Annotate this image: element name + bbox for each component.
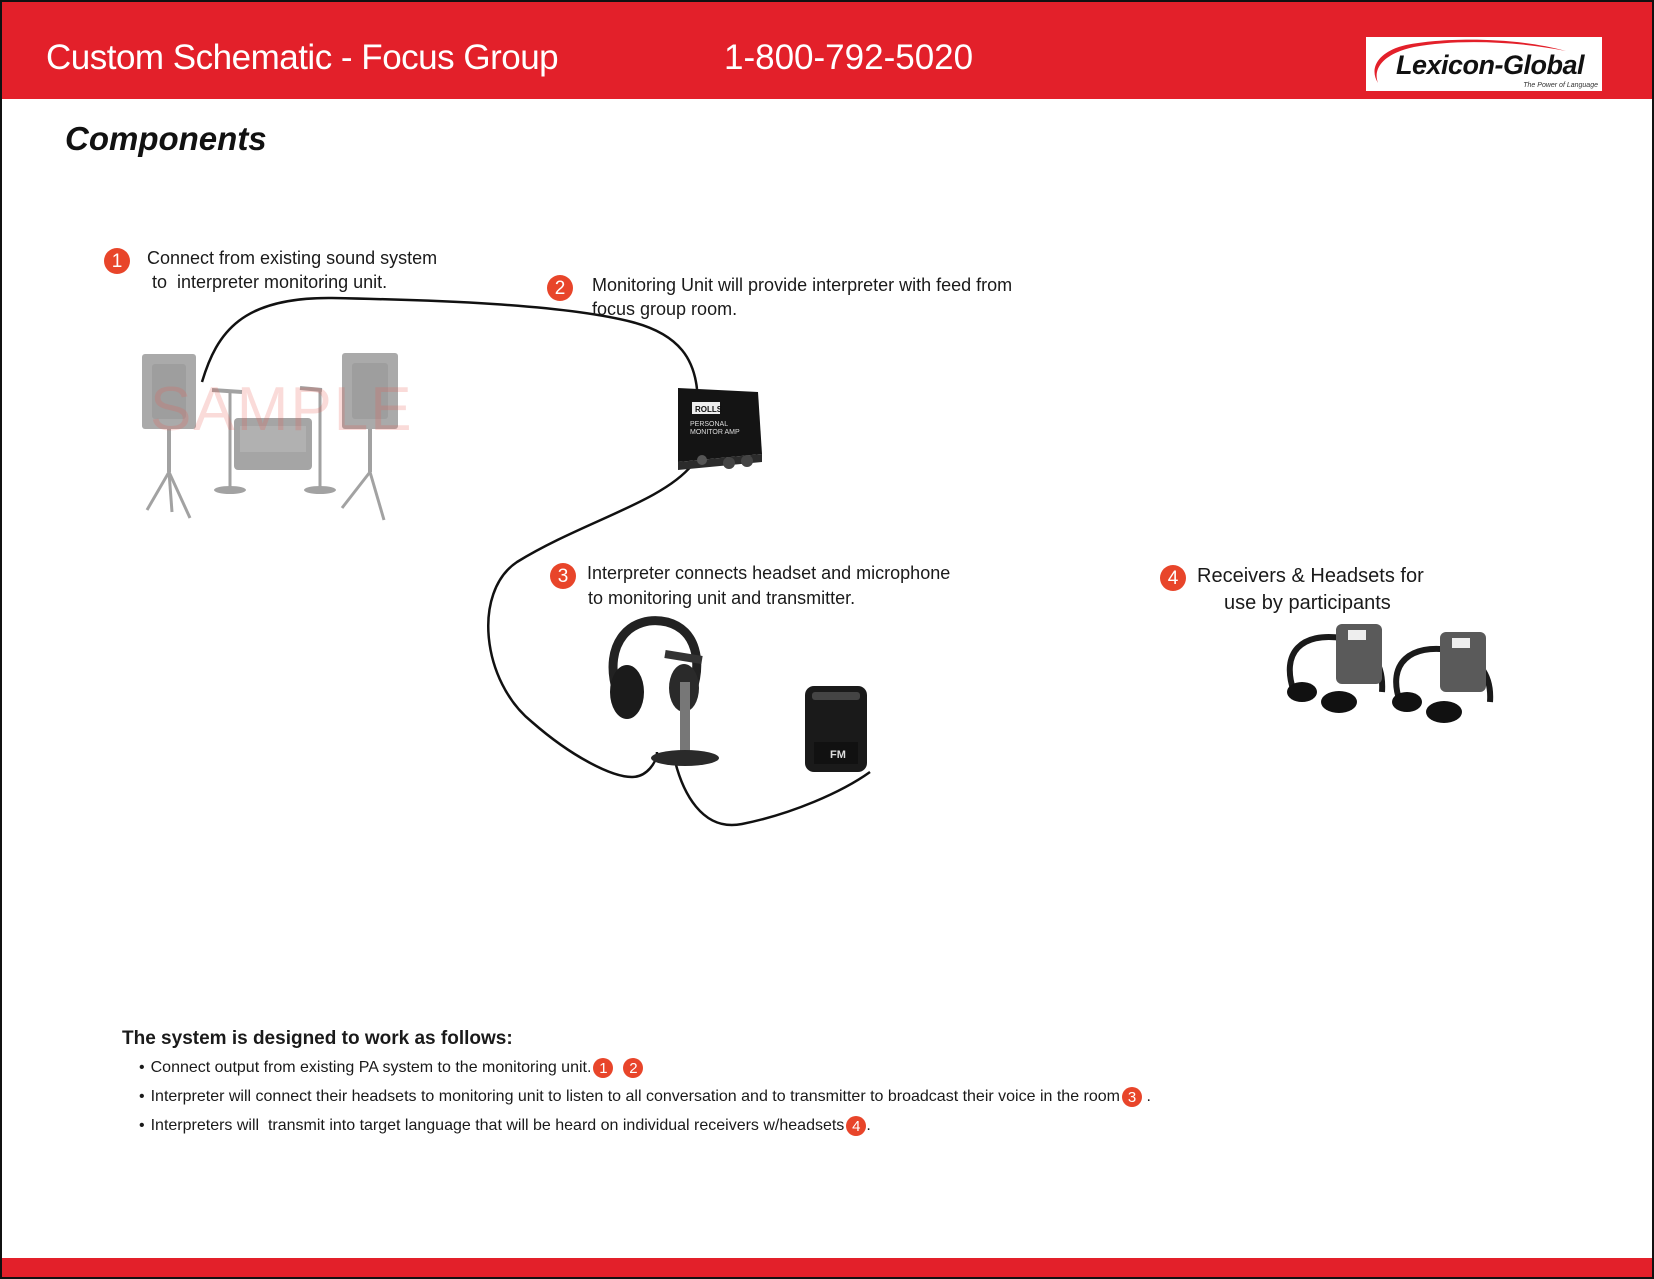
step-4-line1: Receivers & Headsets for [1197, 565, 1424, 587]
mixer [234, 418, 312, 470]
left-speaker [142, 354, 196, 429]
bullet-dot: • [139, 1117, 145, 1134]
phone-number[interactable]: 1-800-792-5020 [724, 38, 974, 77]
bullet-suffix: . [866, 1117, 871, 1134]
monitor-line2-label: MONITOR AMP [690, 429, 740, 436]
pa-system-image [142, 353, 398, 521]
cable-monitor-to-headset [487, 464, 693, 779]
step-1-line2: to interpreter monitoring unit. [147, 272, 388, 292]
monitor-amp-image [678, 388, 762, 470]
bullet-text: Interpreter will connect their headsets … [150, 1088, 1120, 1105]
cable-mic-to-transmitter [672, 756, 871, 827]
bullet-text: Interpreters will transmit into target l… [150, 1117, 845, 1134]
howto-bullet-2: • Interpreter will connect their headset… [139, 1087, 1151, 1107]
howto-bullet-3: • Interpreters will transmit into target… [139, 1116, 871, 1136]
schematic-diagram: ROLLS PERSONAL MONITOR AMP FM [142, 296, 1494, 827]
header-bar: Custom Schematic - Focus Group 1-800-792… [2, 2, 1652, 99]
interpreter-headset-image [608, 616, 719, 766]
step-2-badge: 2 [547, 275, 573, 301]
page-title: Custom Schematic - Focus Group [46, 38, 559, 77]
howto-bullet-1: • Connect output from existing PA system… [139, 1058, 644, 1078]
step-4-line2: use by participants [1224, 592, 1391, 614]
footer-bar [2, 1258, 1652, 1277]
step-1-line1: Connect from existing sound system [147, 248, 438, 268]
bullet-badge-3: 3 [1122, 1087, 1142, 1107]
step-2-line2: focus group room. [592, 299, 738, 319]
bullet-badge-2: 2 [623, 1058, 644, 1078]
bullet-text: Connect output from existing PA system t… [150, 1059, 592, 1076]
lexicon-global-logo[interactable]: Lexicon-Global The Power of Language [1366, 37, 1602, 91]
step-1-badge: 1 [104, 248, 130, 274]
monitor-line1-label: PERSONAL [690, 421, 728, 428]
receiver-headset-2-image [1392, 632, 1494, 723]
logo-tagline: The Power of Language [1523, 82, 1598, 89]
bullet-dot: • [139, 1059, 145, 1076]
right-speaker [342, 353, 398, 429]
step-4-badge: 4 [1160, 565, 1186, 591]
step-3-badge: 3 [550, 563, 576, 589]
cable-pa-to-monitor [200, 296, 699, 390]
bullet-badge-1: 1 [593, 1058, 614, 1078]
sample-watermark: SAMPLE [150, 375, 414, 444]
bullet-suffix: . [1142, 1088, 1151, 1105]
transmitter-image [805, 686, 867, 772]
step-3-line2: to monitoring unit and transmitter. [588, 588, 856, 608]
components-heading: Components [65, 120, 267, 157]
desk-mic [664, 650, 703, 664]
receiver-headset-1-image [1286, 624, 1386, 713]
bullet-badge-4: 4 [846, 1116, 867, 1136]
step-3-line1: Interpreter connects headset and microph… [587, 563, 951, 583]
transmitter-label: FM [830, 749, 846, 761]
logo-wordmark: Lexicon-Global [1396, 50, 1585, 80]
bullet-dot: • [139, 1088, 145, 1105]
monitor-brand-label: ROLLS [695, 405, 723, 414]
step-2-line1: Monitoring Unit will provide interpreter… [592, 275, 1013, 295]
howto-heading: The system is designed to work as follow… [122, 1028, 513, 1049]
